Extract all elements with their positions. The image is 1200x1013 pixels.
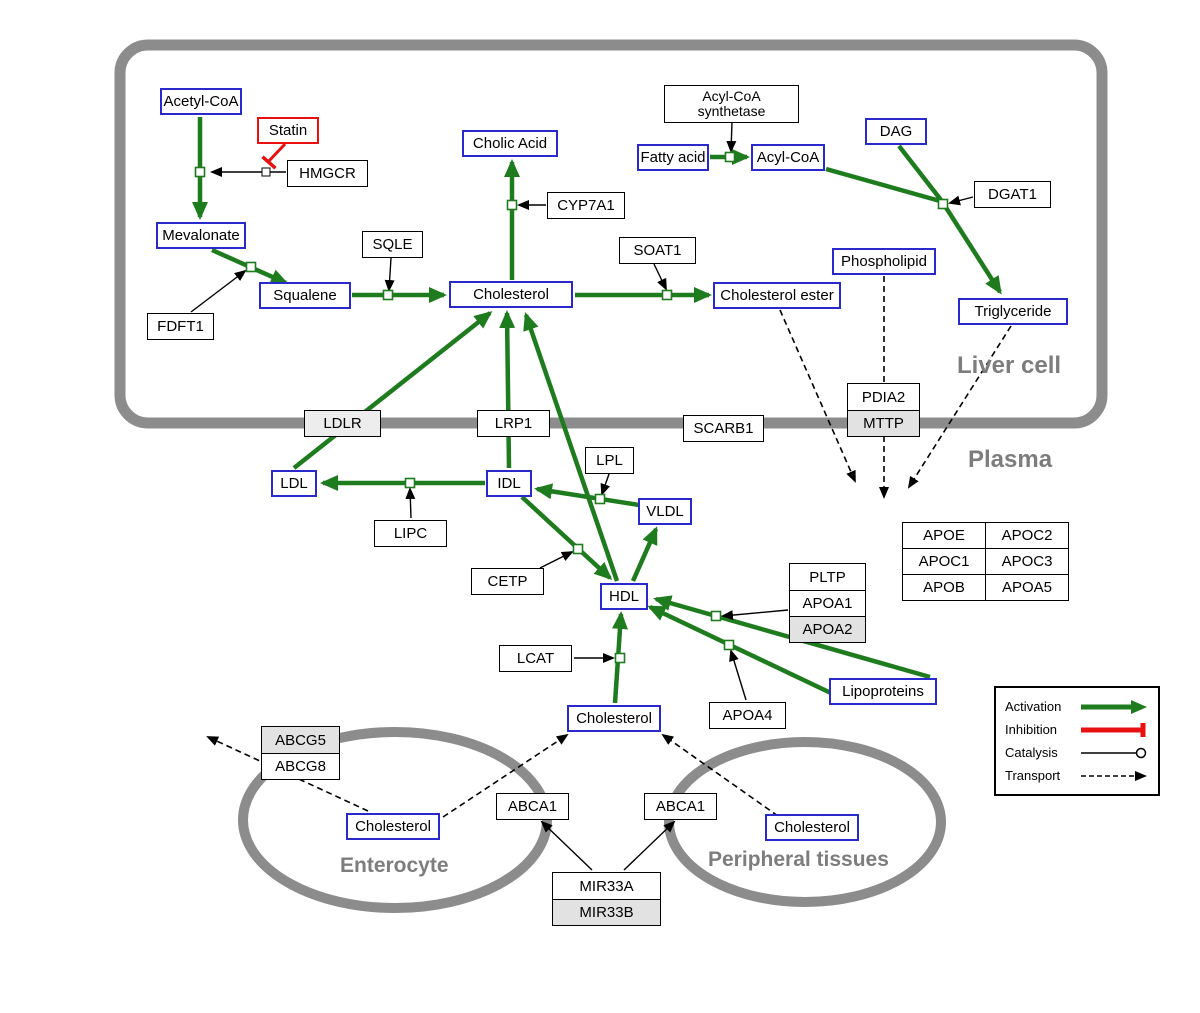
legend-row-transport: Transport [1005,764,1149,787]
node-mir33a[interactable]: MIR33A [579,877,634,895]
node-vldl[interactable]: VLDL [638,498,692,525]
node-acetyl-coa[interactable]: Acetyl-CoA [160,88,242,115]
legend-inhibition-label: Inhibition [1005,722,1058,737]
node-apoa1[interactable]: APOA1 [790,590,865,616]
node-cholic-acid[interactable]: Cholic Acid [462,130,558,157]
node-lpl[interactable]: LPL [585,447,634,474]
node-ldlr[interactable]: LDLR [304,410,381,437]
node-abca1-right[interactable]: ABCA1 [644,793,717,820]
node-lipoproteins[interactable]: Lipoproteins [829,678,937,705]
node-apoc3[interactable]: APOC3 [985,548,1069,575]
activation-arrow-icon [1081,699,1147,714]
node-acyl-coa[interactable]: Acyl-CoA [751,144,825,171]
node-dgat1[interactable]: DGAT1 [974,181,1051,208]
node-mevalonate[interactable]: Mevalonate [156,222,246,249]
node-fdft1[interactable]: FDFT1 [147,313,214,340]
plasma-label: Plasma [968,446,1053,473]
node-apoe[interactable]: APOE [902,522,986,549]
node-pltp[interactable]: PLTP [809,568,846,586]
inhibition-edge [261,142,287,170]
enterocyte-label: Enterocyte [340,854,449,877]
node-cyp7a1[interactable]: CYP7A1 [547,192,625,219]
node-hdl[interactable]: HDL [600,583,648,610]
node-cholesterol-liver[interactable]: Cholesterol [449,281,573,308]
inhibition-tee-icon [1081,722,1146,737]
node-triglyceride[interactable]: Triglyceride [958,298,1068,325]
legend-catalysis-label: Catalysis [1005,745,1058,760]
node-apob[interactable]: APOB [902,574,986,601]
legend-row-activation: Activation [1005,695,1149,718]
node-fatty-acid[interactable]: Fatty acid [637,144,709,171]
peripheral-tissues-label: Peripheral tissues [708,848,889,871]
node-cholesterol-ester[interactable]: Cholesterol ester [713,282,841,309]
catalysis-circle-icon [1081,747,1147,758]
node-lrp1[interactable]: LRP1 [477,410,550,437]
node-statin[interactable]: Statin [257,117,319,144]
node-lcat[interactable]: LCAT [499,645,572,672]
legend-row-inhibition: Inhibition [1005,718,1149,741]
node-scarb1[interactable]: SCARB1 [683,415,764,442]
reaction-nodes [194,151,949,664]
legend: Activation Inhibition Catalysis Transpor… [994,686,1160,796]
node-apoa2[interactable]: APOA2 [790,616,865,642]
node-apoc2[interactable]: APOC2 [985,522,1069,549]
node-pdia2-mttp-stack[interactable]: PDIA2 MTTP [847,383,920,437]
node-apoa4[interactable]: APOA4 [709,702,786,729]
legend-transport-label: Transport [1005,768,1061,783]
node-pltp-apoa-stack[interactable]: PLTP APOA1 APOA2 [789,563,866,643]
node-mir33-stack[interactable]: MIR33A MIR33B [552,872,661,926]
node-cetp[interactable]: CETP [471,568,544,595]
node-squalene[interactable]: Squalene [259,282,351,309]
node-hmgcr[interactable]: HMGCR [287,160,368,187]
catalysis-junction-square [261,167,271,177]
legend-activation-label: Activation [1005,699,1062,714]
node-abcg-stack[interactable]: ABCG5 ABCG8 [261,726,340,780]
node-apoa5[interactable]: APOA5 [985,574,1069,601]
node-lipc[interactable]: LIPC [374,520,447,547]
node-mir33b[interactable]: MIR33B [553,899,660,925]
transport-arrow-icon [1081,770,1147,781]
node-mttp[interactable]: MTTP [848,410,919,436]
node-abcg5[interactable]: ABCG5 [262,727,339,753]
node-cholesterol-peripheral[interactable]: Cholesterol [765,814,859,841]
node-pdia2[interactable]: PDIA2 [861,388,906,406]
membranes [114,39,1108,913]
node-cholesterol-enterocyte[interactable]: Cholesterol [346,813,440,840]
node-sqle[interactable]: SQLE [362,231,423,258]
node-ldl[interactable]: LDL [271,470,317,497]
enterocyte-membrane [238,727,552,913]
liver-cell-membrane [114,39,1108,429]
node-abca1-left[interactable]: ABCA1 [496,793,569,820]
node-abcg8[interactable]: ABCG8 [262,753,339,779]
node-cholesterol-plasma[interactable]: Cholesterol [567,705,661,732]
node-idl[interactable]: IDL [486,470,532,497]
node-acyl-coa-synthetase[interactable]: Acyl-CoA synthetase [664,85,799,123]
node-soat1[interactable]: SOAT1 [619,237,696,264]
catalysis-edges [190,121,974,871]
apolipoprotein-table: APOE APOC2 APOC1 APOC3 APOB APOA5 [902,522,1069,601]
legend-row-catalysis: Catalysis [1005,741,1149,764]
node-dag[interactable]: DAG [865,118,927,145]
node-apoc1[interactable]: APOC1 [902,548,986,575]
liver-cell-label: Liver cell [957,352,1062,379]
node-phospholipid[interactable]: Phospholipid [832,248,936,275]
